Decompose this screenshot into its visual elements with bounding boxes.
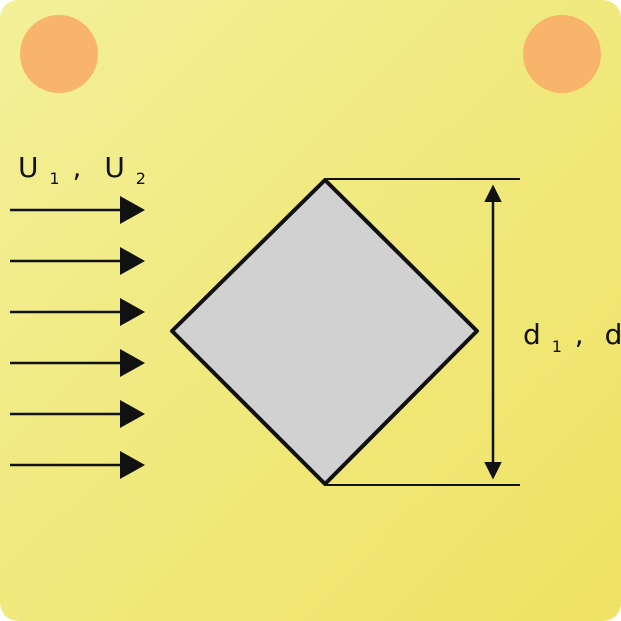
flow-arrow	[10, 349, 145, 377]
flow-arrow	[10, 247, 145, 275]
flow-arrows	[10, 196, 145, 479]
flow-arrow	[10, 400, 145, 428]
flow-arrow	[10, 298, 145, 326]
flow-arrow	[10, 196, 145, 224]
flow-arrow	[10, 451, 145, 479]
velocity-label: U 1 , U 2	[18, 151, 146, 191]
diamond-body	[170, 178, 479, 486]
corner-dot-right	[523, 15, 601, 93]
dimension-label: d 1 , d 2	[523, 318, 621, 359]
corner-dot-left	[20, 15, 98, 93]
